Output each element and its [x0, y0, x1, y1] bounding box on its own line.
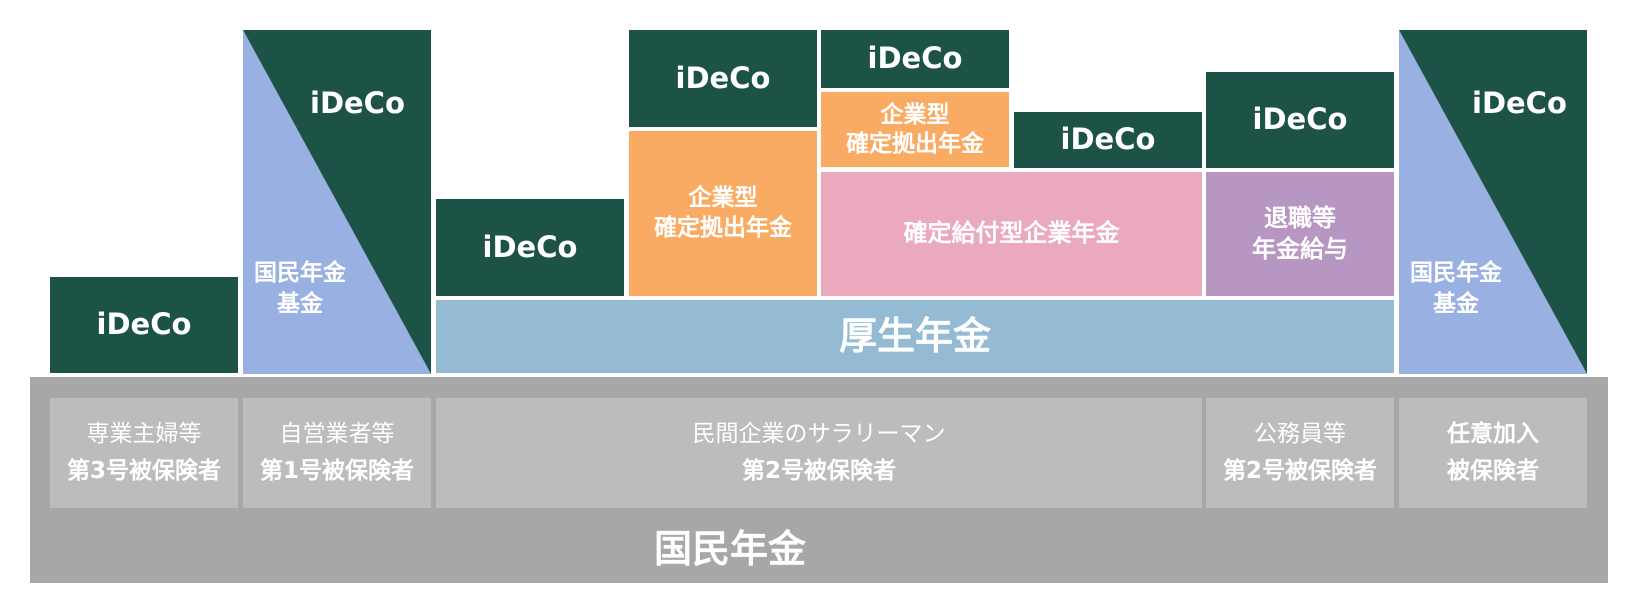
kakutei-kyufu-block: 確定給付型企業年金 — [821, 172, 1202, 296]
category-insured-type: 第1号被保険者 — [259, 458, 414, 484]
kokumin-kikin-ideco-diagram — [243, 30, 431, 374]
ideco-block-salaryman-d: iDeCo — [1014, 112, 1202, 168]
category-komuin: 公務員等 第2号被保険者 — [1206, 398, 1394, 508]
ideco-triangle — [243, 30, 431, 374]
ideco-label-nini: iDeCo — [1472, 86, 1567, 120]
ideco-block-komuin: iDeCo — [1206, 72, 1394, 168]
category-salaryman: 民間企業のサラリーマン 第2号被保険者 — [436, 398, 1202, 508]
kokumin-nenkin-label: 国民年金 — [653, 527, 806, 571]
kokumin-kikin-label-jieigyo: 国民年金 基金 — [254, 260, 346, 318]
category-nini-kanyu: 任意加入 被保険者 — [1399, 398, 1587, 508]
ideco-label-jieigyo: iDeCo — [310, 86, 405, 120]
ideco-block-salaryman-c: iDeCo — [821, 30, 1009, 88]
category-name: 民間企業のサラリーマン — [692, 421, 946, 448]
category-insured-type: 第2号被保険者 — [1222, 458, 1377, 484]
category-insured-type: 第3号被保険者 — [66, 458, 221, 484]
category-sengyo-shufu: 専業主婦等 第3号被保険者 — [50, 398, 238, 508]
category-jieigyo: 自営業者等 第1号被保険者 — [243, 398, 431, 508]
ideco-block-salaryman-b: iDeCo — [629, 30, 817, 127]
category-insured-type: 第2号被保険者 — [741, 458, 896, 484]
category-insured-type: 被保険者 — [1447, 458, 1539, 484]
category-name: 公務員等 — [1254, 421, 1346, 448]
ideco-block-sengyo: iDeCo — [50, 277, 238, 373]
kigyogata-dc-block-c: 企業型 確定拠出年金 — [821, 92, 1009, 167]
ideco-triangle — [1399, 30, 1587, 374]
taishoku-nenkin-block: 退職等 年金給与 — [1206, 172, 1394, 296]
ideco-block-salaryman-a: iDeCo — [436, 199, 624, 296]
category-name: 自営業者等 — [279, 421, 395, 448]
kokumin-kikin-ideco-diagram-nini — [1399, 30, 1587, 374]
category-name: 任意加入 — [1447, 421, 1539, 448]
kokumin-kikin-label-nini: 国民年金 基金 — [1410, 260, 1502, 318]
kosei-nenkin-bar: 厚生年金 — [436, 300, 1394, 373]
category-name: 専業主婦等 — [86, 421, 202, 448]
kigyogata-dc-block-b: 企業型 確定拠出年金 — [629, 131, 817, 296]
